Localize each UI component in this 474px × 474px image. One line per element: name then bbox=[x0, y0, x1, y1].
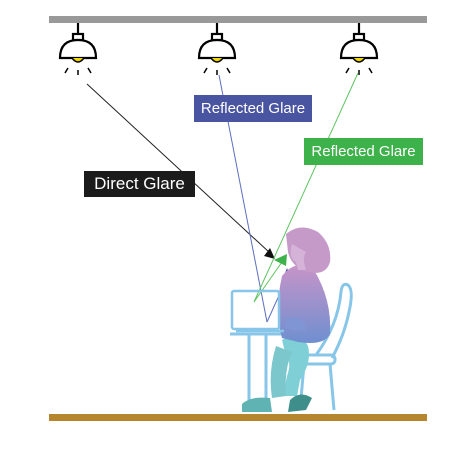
ceiling-lamp-icon bbox=[197, 23, 237, 75]
green-reflected-arrowhead bbox=[274, 254, 287, 266]
ceiling-lamp-icon bbox=[339, 23, 379, 75]
blue-reflected-glare-label-bg bbox=[194, 95, 312, 122]
person-legs bbox=[242, 336, 312, 412]
green-reflected-ray-up bbox=[253, 261, 283, 303]
reflected-glare-label-blue: Reflected Glare bbox=[200, 100, 306, 117]
green-reflected-ray-down bbox=[253, 72, 359, 303]
direct-glare-ray bbox=[86, 83, 271, 254]
floor-bar bbox=[49, 414, 427, 421]
reflected-glare-label-green: Reflected Glare bbox=[311, 143, 416, 160]
direct-glare-label: Direct Glare bbox=[94, 174, 185, 193]
laptop-icon bbox=[230, 289, 284, 333]
green-reflected-glare-label-bg bbox=[304, 138, 423, 165]
direct-glare-label-bg bbox=[84, 171, 195, 197]
ceiling-lamp-icon bbox=[58, 23, 98, 75]
ceiling-bar bbox=[49, 16, 427, 23]
person-icon bbox=[278, 227, 331, 343]
direct-glare-arrowhead bbox=[264, 248, 275, 259]
